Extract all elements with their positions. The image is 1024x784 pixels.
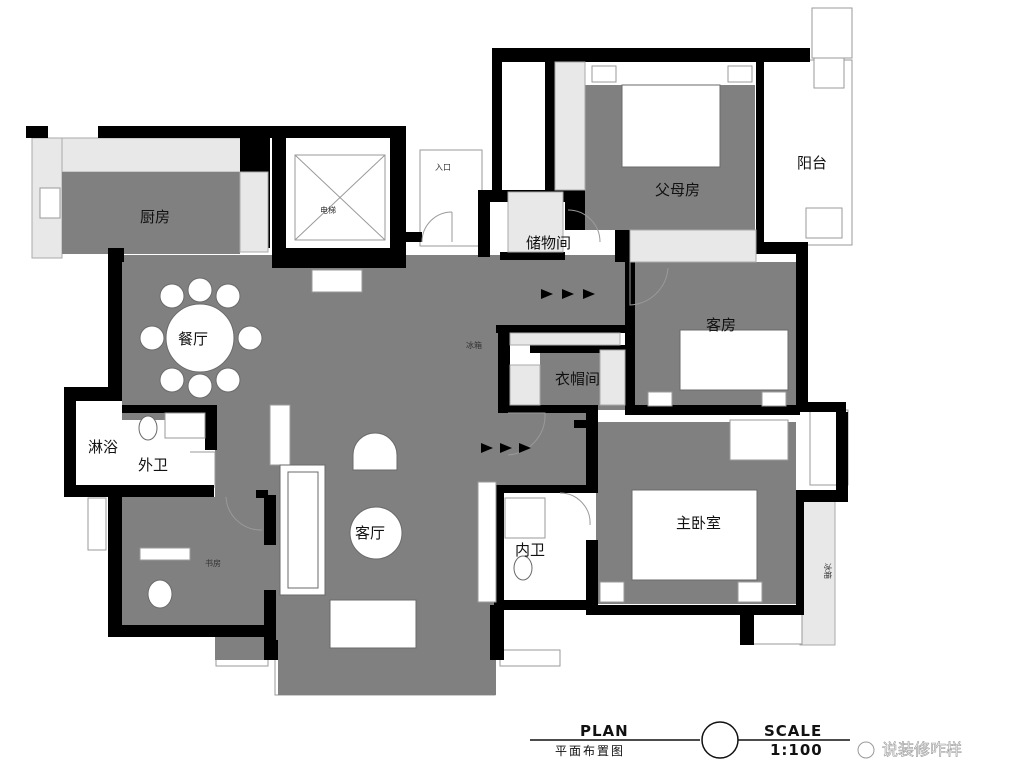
weibo-icon: [857, 741, 875, 759]
guest-bath-label: 外卫: [138, 456, 168, 474]
scale-value: 1:100: [770, 741, 823, 759]
guest-room-label: 客房: [706, 316, 736, 334]
room-labels: 厨房 电梯 入口 储物间 父母房 阳台 餐厅 客房 衣帽间 淋浴 外卫 客厅 内…: [88, 154, 833, 579]
plan-subtitle: 平面布置图: [555, 744, 625, 758]
watermark: 说装修咋样: [882, 740, 962, 759]
kitchen-label: 厨房: [140, 208, 170, 226]
doors: [190, 209, 669, 531]
flow-arrows: [481, 289, 595, 453]
master-bath-label: 内卫: [515, 541, 545, 559]
shower-label: 淋浴: [88, 438, 118, 456]
master-bed: [631, 489, 758, 581]
dining-label: 餐厅: [178, 330, 208, 348]
coffee-table: [349, 506, 403, 560]
parents-room-label: 父母房: [655, 181, 700, 199]
master-bedroom-label: 主卧室: [676, 514, 721, 532]
cloakroom-label: 衣帽间: [555, 370, 600, 388]
entrance-label: 入口: [435, 163, 451, 172]
fridge-right-label: 冰箱: [823, 563, 833, 579]
living-label: 客厅: [355, 524, 385, 542]
title-block: PLAN 平面布置图 SCALE 1:100 说装修咋样: [530, 721, 962, 759]
elevator-label: 电梯: [320, 205, 336, 215]
armchair: [352, 432, 398, 471]
storage-label: 储物间: [526, 234, 571, 252]
parents-bed: [621, 84, 721, 168]
cabinets: [239, 61, 757, 603]
scale-circle-icon: [701, 721, 739, 759]
balcony-label: 阳台: [797, 154, 827, 172]
sofa-bottom: [329, 599, 417, 649]
guest-bed: [679, 329, 789, 391]
fridge-label: 冰箱: [466, 340, 482, 350]
study-label: 书房: [205, 558, 221, 568]
scale-label: SCALE: [764, 722, 822, 740]
plan-label: PLAN: [580, 722, 629, 740]
dining-table: [165, 303, 235, 373]
furniture: [39, 57, 845, 649]
walls: [26, 48, 848, 660]
